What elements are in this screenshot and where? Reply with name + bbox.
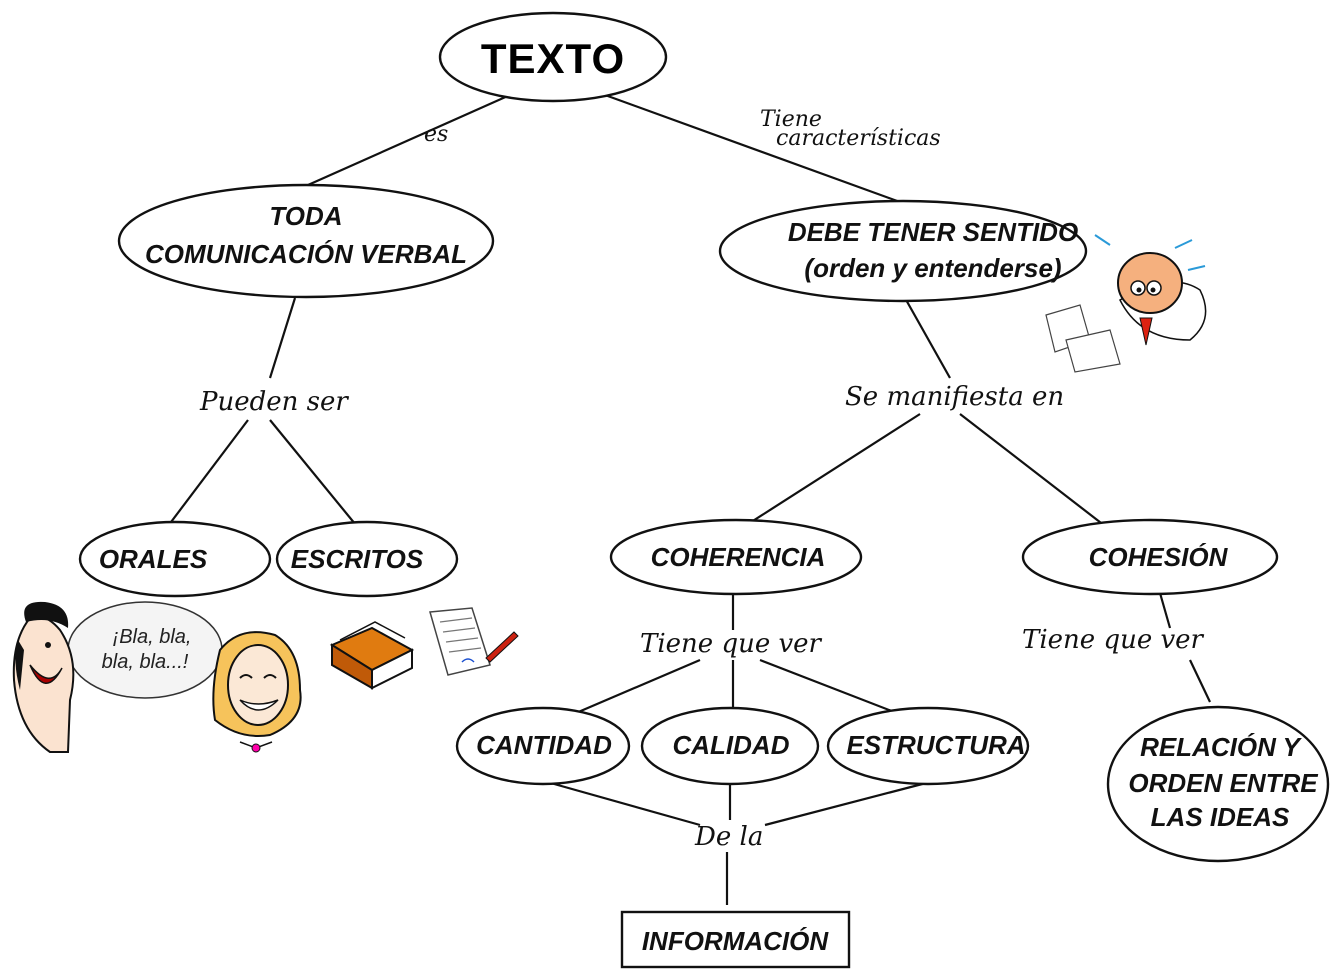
node-cohesion: COHESIÓN [1021, 518, 1279, 596]
node-texto: TEXTO [438, 11, 668, 103]
node-estructura-label: ESTRUCTURA [846, 730, 1025, 760]
node-toda-comunicacion-verbal: TODA COMUNICACIÓN VERBAL [117, 183, 495, 299]
node-orales-label: ORALES [99, 544, 208, 574]
node-coherencia: COHERENCIA [609, 518, 863, 596]
node-cantidad-label: CANTIDAD [476, 730, 612, 760]
node-texto-label: TEXTO [481, 35, 625, 82]
node-relacion-line2: ORDEN ENTRE [1128, 768, 1318, 798]
node-sentido-line1: DEBE TENER SENTIDO [788, 217, 1078, 247]
node-coherencia-label: COHERENCIA [651, 542, 826, 572]
node-relacion-line1: RELACIÓN Y [1140, 732, 1303, 762]
link-se-manifiesta-en: Se manifiesta en [845, 382, 1064, 412]
node-informacion-label: INFORMACIÓN [642, 926, 830, 956]
node-toda-line1: TODA [269, 201, 342, 231]
link-es: es [424, 122, 448, 147]
books-icon [329, 621, 415, 690]
node-escritos-label: ESCRITOS [291, 544, 424, 574]
node-sentido-line2: (orden y entenderse) [804, 253, 1061, 283]
node-calidad-label: CALIDAD [673, 730, 790, 760]
signed-document-icon [429, 607, 519, 676]
speech-bubble-line1: ¡Bla, bla, [113, 626, 192, 648]
node-informacion: INFORMACIÓN [620, 910, 851, 969]
stressed-man-icon [1045, 234, 1207, 373]
link-pueden-ser: Pueden ser [199, 387, 349, 417]
node-toda-line2: COMUNICACIÓN VERBAL [145, 239, 467, 269]
link-tiene-line1: Tiene [760, 107, 822, 132]
link-tiene-que-ver-coherencia: Tiene que ver [640, 629, 823, 659]
node-cohesion-label: COHESIÓN [1089, 542, 1229, 572]
node-debe-tener-sentido: DEBE TENER SENTIDO (orden y entenderse) [718, 199, 1088, 303]
node-orales: ORALES [78, 520, 272, 598]
node-relacion-orden-ideas: RELACIÓN Y ORDEN ENTRE LAS IDEAS [1106, 705, 1330, 863]
link-tiene-line2: características [776, 126, 941, 151]
laughing-man-icon [12, 601, 75, 753]
speech-bubble-line2: bla, bla...! [102, 651, 189, 673]
node-calidad: CALIDAD [640, 706, 820, 786]
connector-lines [164, 93, 1211, 905]
node-relacion-line3: LAS IDEAS [1151, 802, 1290, 832]
speech-bubble: ¡Bla, bla, bla, bla...! [67, 601, 223, 699]
node-escritos: ESCRITOS [275, 520, 459, 598]
link-tiene-que-ver-cohesion: Tiene que ver [1022, 625, 1205, 655]
smiling-woman-icon [212, 631, 302, 753]
link-de-la: De la [694, 822, 763, 852]
node-estructura: ESTRUCTURA [826, 706, 1030, 786]
node-cantidad: CANTIDAD [455, 706, 631, 786]
